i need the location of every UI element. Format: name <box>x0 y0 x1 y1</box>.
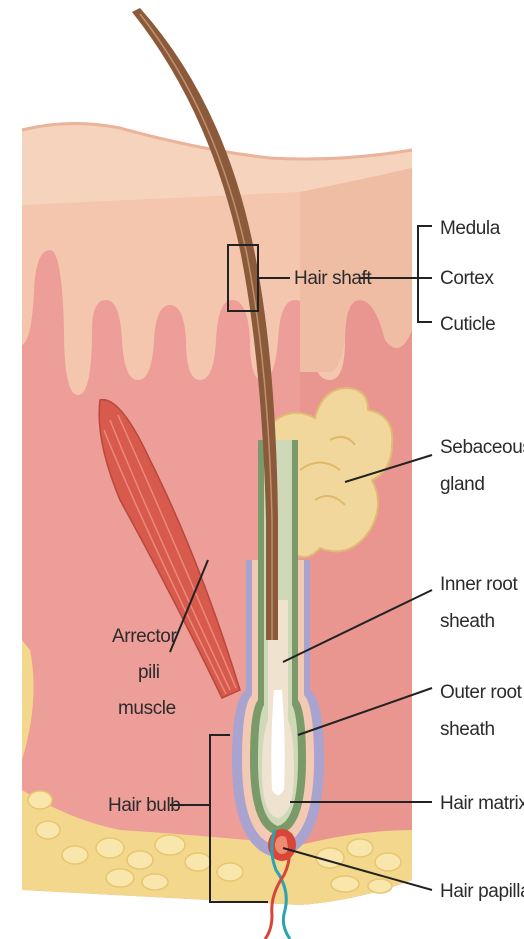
label-outer-root-line2: sheath <box>440 719 495 740</box>
label-inner-root-line1: Inner root <box>440 574 518 595</box>
label-hair-papilla: Hair papilla <box>440 881 524 902</box>
label-hair-bulb: Hair bulb <box>108 795 180 816</box>
label-arrector-line3: muscle <box>118 698 176 719</box>
label-outer-root-line1: Outer root <box>440 682 523 703</box>
label-arrector-line2: pili <box>138 662 160 683</box>
label-arrector-line1: Arrector <box>112 626 177 647</box>
label-cuticle: Cuticle <box>440 314 495 335</box>
label-hair-matrix: Hair matrix <box>440 793 524 814</box>
label-cortex: Cortex <box>440 268 494 289</box>
label-sebaceous-line2: gland <box>440 474 485 495</box>
label-medula: Medula <box>440 218 501 239</box>
label-hair-shaft: Hair shaft <box>294 268 372 289</box>
label-inner-root-line2: sheath <box>440 611 495 632</box>
label-sebaceous-line1: Sebaceous <box>440 437 524 458</box>
